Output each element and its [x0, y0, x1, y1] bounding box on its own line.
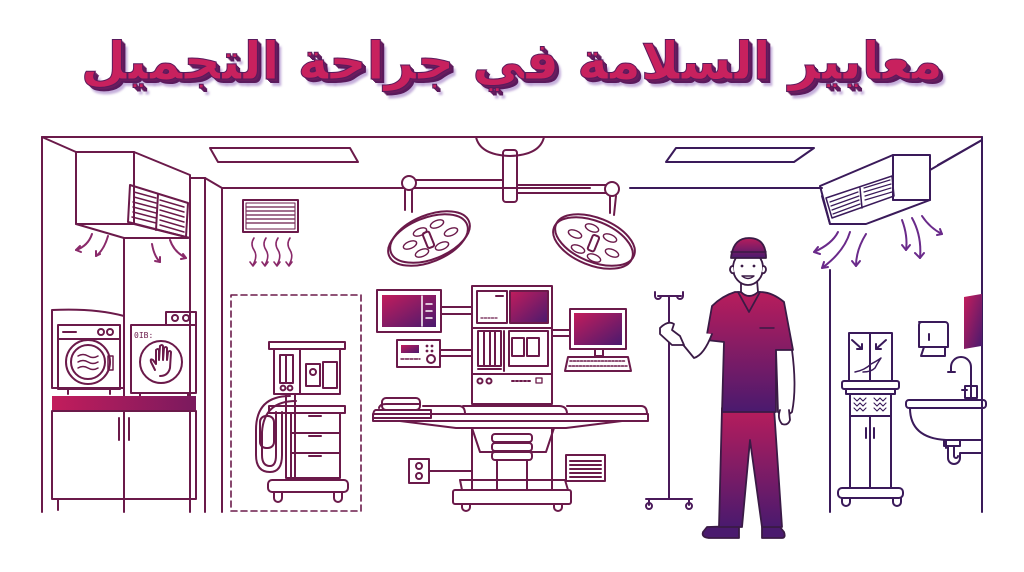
operating-table-icon: [372, 397, 649, 512]
computer-monitor-icon: [551, 308, 632, 372]
wall-panel: [964, 293, 982, 350]
paper-towel-dispenser-icon: [918, 321, 949, 357]
washing-machine-icon: [51, 308, 125, 395]
surgeon-figure: [659, 237, 796, 539]
equipment-tower-icon: [471, 285, 553, 405]
ceiling-air-vent-icon: [41, 136, 206, 513]
sink-faucet-icon: [905, 356, 987, 465]
surgical-lamps-icon: [387, 136, 636, 270]
wall-grille-icon: [565, 454, 606, 482]
uv-sterilization-cabinet-icon: [837, 332, 904, 507]
airflow-arrows-left: [75, 233, 187, 263]
page-title: معايير السلامة في جراحة التجميل: [81, 32, 944, 93]
sterilizer-washer-icon: [130, 311, 197, 397]
ceiling-light-panel-left: [209, 147, 359, 163]
cabinet-icon: [51, 410, 197, 511]
washer-label: 0IB:: [134, 331, 153, 340]
ceiling-light-panel-right: [665, 147, 815, 163]
patient-monitor-icon: [376, 289, 473, 333]
airflow-arrows-right: [813, 215, 943, 269]
wall-outlet-icon: [408, 458, 473, 484]
anesthesia-machine-icon: [255, 341, 349, 503]
control-panel-icon: [396, 339, 473, 368]
air-conditioner-icon: [819, 139, 983, 225]
counter-top-bar: [52, 396, 196, 411]
dashed-clean-zone: [230, 294, 362, 512]
wall-air-vent-icon: [242, 199, 299, 267]
